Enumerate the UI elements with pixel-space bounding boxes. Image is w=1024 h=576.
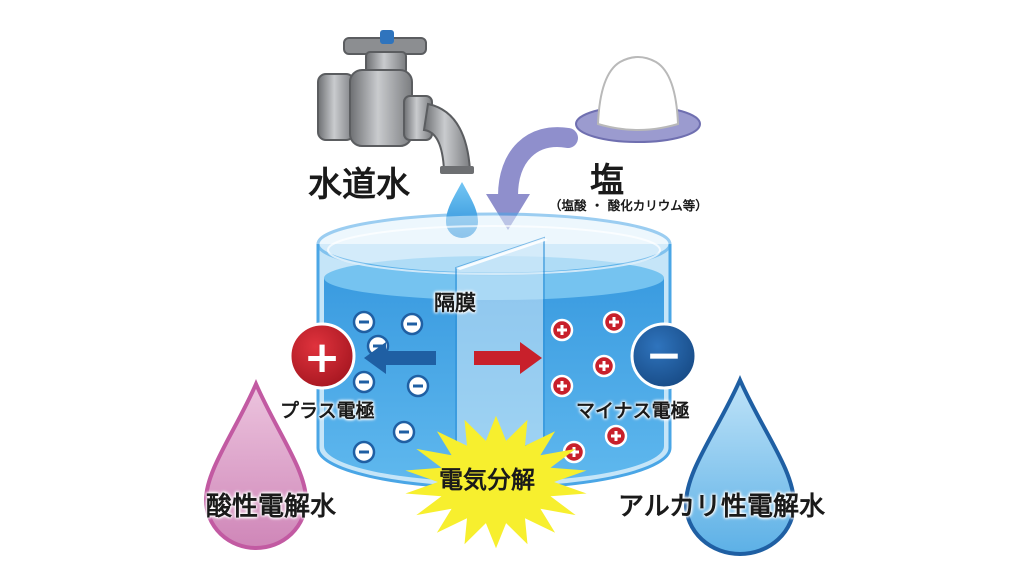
cation-icon [602, 310, 626, 334]
salt-note-label: （塩酸 ・ 酸化カリウム等） [549, 198, 708, 213]
salt-pile-icon [575, 56, 701, 143]
tap-water-label: 水道水 [308, 165, 410, 205]
cation-icon [550, 318, 574, 342]
membrane-label: 隔膜 [434, 291, 476, 315]
acidic-water-label: 酸性電解水 [206, 492, 337, 522]
alkaline-water-label: アルカリ性電解水 [618, 492, 825, 522]
cation-arrow-icon [474, 342, 542, 374]
plus-electrode-label: プラス電極 [280, 400, 375, 422]
anion-icon [352, 370, 376, 394]
ion-layer [352, 310, 628, 464]
cation-icon [604, 424, 628, 448]
anion-icon [400, 312, 424, 336]
anion-icon [352, 310, 376, 334]
anion-icon [406, 374, 430, 398]
plus-electrode-sign: + [304, 332, 341, 383]
anion-icon [352, 440, 376, 464]
acidic-drop-icon [203, 378, 309, 550]
minus-electrode-label: マイナス電極 [576, 400, 690, 422]
salt-arrow-icon [486, 127, 578, 230]
salt-label: 塩 [590, 161, 624, 201]
minus-electrode-sign: − [646, 330, 683, 381]
minus-electrode-icon: − [630, 322, 698, 390]
anion-arrow-icon [364, 342, 436, 374]
faucet-icon [317, 30, 474, 174]
cation-icon [592, 354, 616, 378]
burst-icon [405, 415, 587, 549]
alkaline-drop-icon [683, 375, 797, 556]
anion-icon [392, 420, 416, 444]
plus-electrode-icon: + [288, 322, 356, 390]
cation-icon [550, 374, 574, 398]
electrolysis-label: 電気分解 [439, 466, 535, 494]
